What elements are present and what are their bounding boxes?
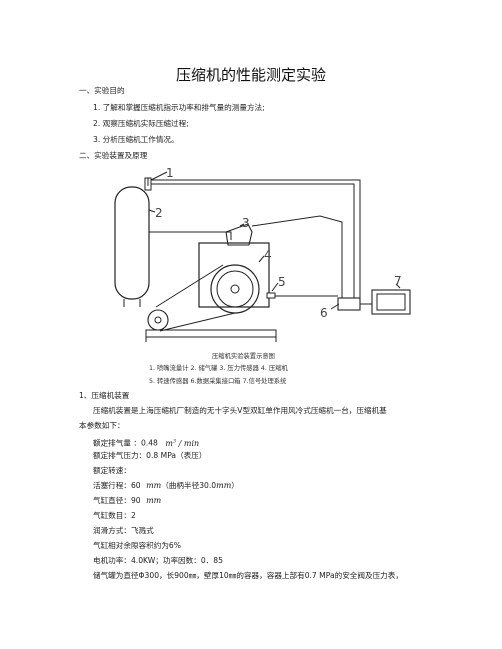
callout-7: 7 <box>394 274 402 288</box>
storage-tank <box>114 186 150 300</box>
callout-3: 3 <box>242 216 250 230</box>
data-acquisition-box <box>337 297 361 311</box>
motor-power: 电机功率：4.0KW；功率因数：0．85 <box>93 556 223 565</box>
section-heading-purpose: 一、实验目的 <box>79 86 125 95</box>
rated-speed: 额定转速： <box>93 466 131 475</box>
figure-legend-row: 5. 转速传感器 6.数据采集接口箱 7.信号处理系统 <box>149 378 287 385</box>
stroke-line: 活塞行程：60 mm（曲柄半径30.0mm） <box>93 481 239 490</box>
paragraph-line: 本参数如下： <box>79 421 125 430</box>
callout-6: 6 <box>320 306 328 320</box>
callout-1: 1 <box>166 166 174 180</box>
rated-flow-line: 额定排气量 ：0.48 m3 / min <box>93 436 199 449</box>
speed-sensor <box>266 292 276 299</box>
rated-pressure: 额定排气压力：0.8 MPa（表压） <box>93 451 207 460</box>
callout-5: 5 <box>278 275 286 289</box>
flow-unit: m3 / min <box>165 438 200 448</box>
cylinder-count: 气缸数目：2 <box>93 511 136 520</box>
goal-item: 1. 了解和掌握压缩机指示功率和排气量的测量方法; <box>93 103 265 112</box>
rated-flow-label: 额定排气量 ：0.48 <box>93 438 158 448</box>
flywheel <box>210 264 260 314</box>
bore-line: 气缸直径：90 mm <box>93 496 162 505</box>
clearance-volume: 气缸相对余隙容积约为6% <box>93 541 181 550</box>
figure-legend-row: 1. 喷嘴流量计 2. 储气罐 3. 压力传感器 4. 压缩机 <box>149 365 288 372</box>
callout-2: 2 <box>155 206 163 220</box>
motor-pulley <box>147 309 169 331</box>
callout-4: 4 <box>264 248 272 262</box>
section-heading-apparatus: 二、实验装置及原理 <box>79 151 148 160</box>
lubrication: 润滑方式：飞溅式 <box>93 526 154 535</box>
goal-item: 2. 观察压缩机实际压缩过程; <box>93 119 189 128</box>
signal-processing-system <box>371 289 411 315</box>
figure-caption: 压缩机实验装置示意图 <box>212 353 275 360</box>
tank-description: 储气罐为直径Φ300，长900㎜，壁厚10㎜的容器，容器上部有0.7 MPa的安… <box>93 571 403 580</box>
goal-item: 3. 分析压缩机工作情况。 <box>93 135 179 144</box>
subsection-heading: 1、压缩机装置 <box>79 391 130 400</box>
paragraph-line: 压缩机装置是上海压缩机厂制造的无十字头V型双缸单作用风冷式压缩机一台，压缩机基 <box>93 406 387 415</box>
page-title: 压缩机的性能测定实验 <box>175 66 326 84</box>
base-plate <box>145 329 277 338</box>
compressor-body <box>198 242 270 308</box>
